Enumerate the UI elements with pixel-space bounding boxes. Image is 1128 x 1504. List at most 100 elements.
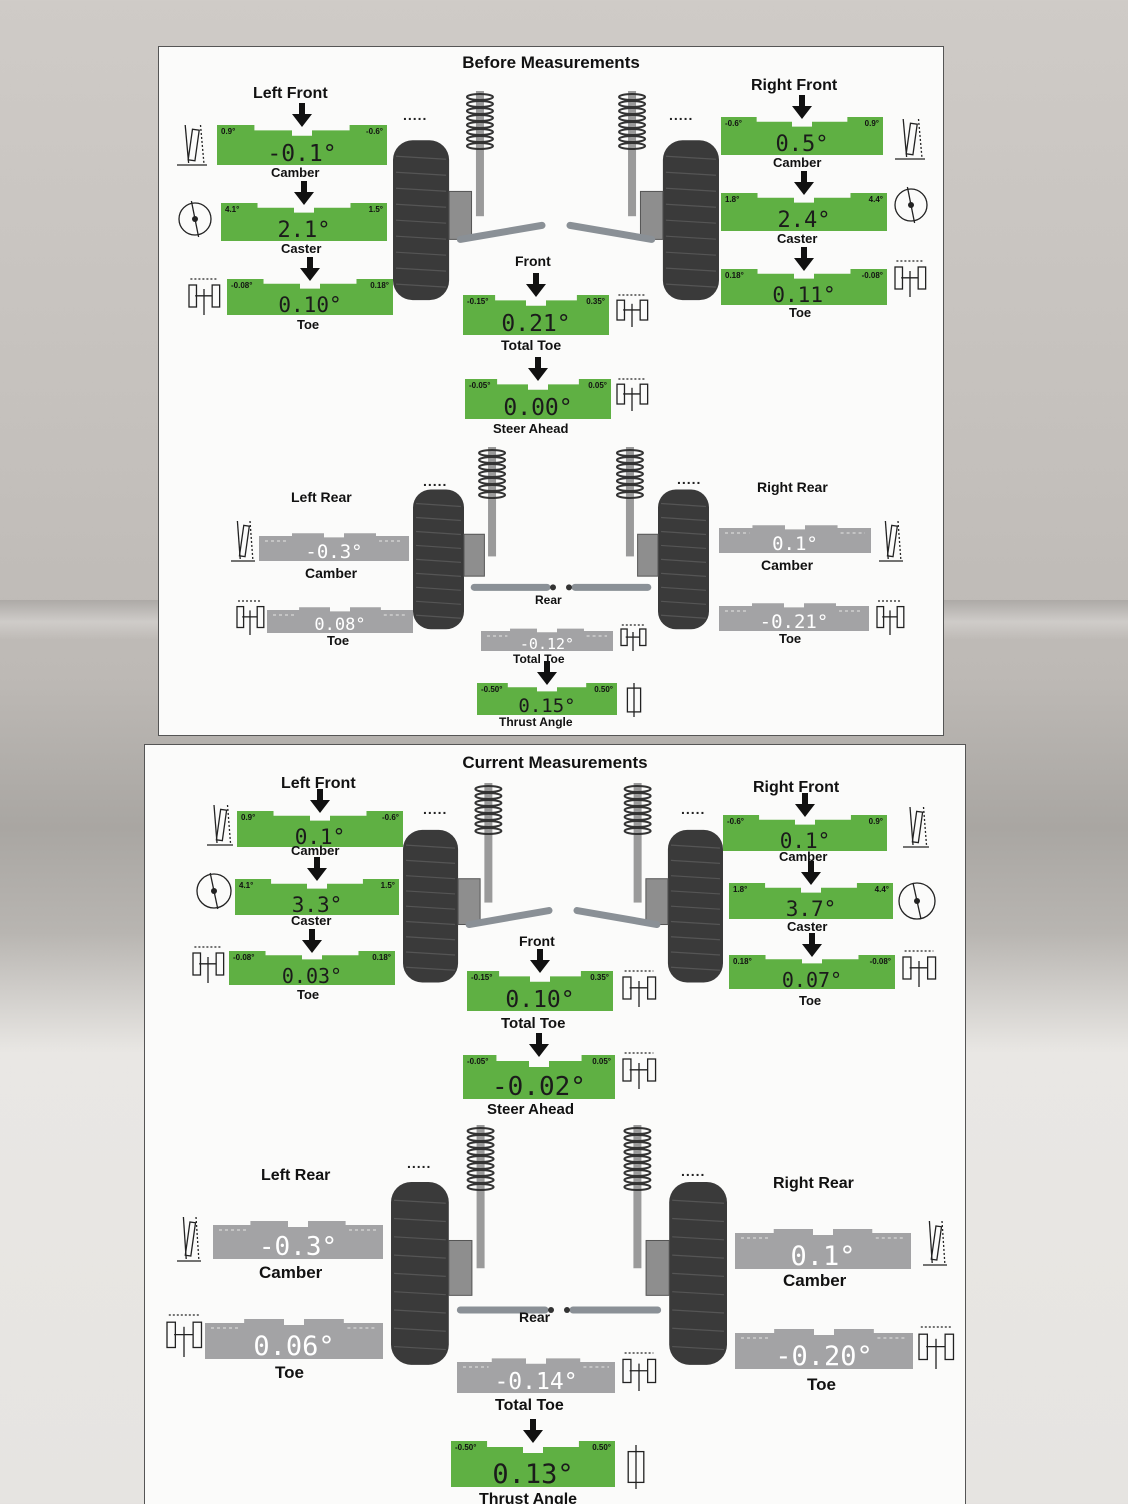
- right-front-camber-gauge: -0.6° 0.9° 0.5°: [721, 95, 883, 157]
- right-rear-toe-gauge: -0.20°: [735, 1323, 913, 1372]
- camber-icon: [879, 520, 903, 562]
- camber-icon: [207, 804, 233, 846]
- range-min: 0.18°: [725, 271, 744, 280]
- control-arm-icon: [456, 1306, 554, 1314]
- steer-ahead-label: Steer Ahead: [493, 421, 569, 436]
- right-front-camber-gauge: -0.6°0.9°0.1°: [723, 793, 887, 853]
- panel-title: Current Measurements: [462, 753, 648, 772]
- range-min: 4.1°: [239, 881, 254, 890]
- panel-title: Before Measurements: [462, 53, 640, 72]
- range-max: 0.05°: [588, 381, 607, 390]
- gauge-background: [721, 117, 883, 155]
- gauge-value: 0.06°: [253, 1331, 335, 1362]
- steer-ahead-gauge: -0.05°0.05°-0.02°: [463, 1033, 615, 1102]
- right-front-toe-label: Toe: [799, 993, 822, 1008]
- left-front-caster-label: Caster: [291, 913, 332, 928]
- gauge-value: 3.3°: [291, 893, 343, 917]
- strut-spring-icon: [623, 783, 652, 903]
- gauge-background: [723, 815, 887, 851]
- down-arrow-icon: [529, 1033, 549, 1057]
- range-max: 0.9°: [864, 119, 879, 128]
- camber-icon: [923, 1220, 947, 1266]
- total-toe-icon: [616, 294, 649, 327]
- caster-icon: [894, 186, 928, 224]
- left-front-camber-gauge: 0.9°-0.6°0.1°: [237, 789, 403, 849]
- front-total-toe-gauge: -0.15°0.35°0.21°: [463, 273, 609, 337]
- gauge-background: [465, 379, 611, 419]
- down-arrow-icon: [537, 661, 557, 685]
- rear-total-toe-gauge: -0.14°: [457, 1353, 615, 1395]
- left-front-camber-label: Camber: [271, 165, 320, 180]
- toe-icon: [236, 600, 265, 635]
- gauge-value: -0.14°: [494, 1369, 578, 1395]
- left-rear-heading: Left Rear: [291, 489, 352, 505]
- range-max: 0.05°: [592, 1057, 611, 1066]
- range-min: -0.15°: [471, 973, 493, 982]
- gauge-value: 0.1°: [772, 533, 818, 555]
- gauge-background: [217, 125, 387, 165]
- tire-icon: [413, 489, 485, 630]
- gauge-background: [457, 1358, 615, 1393]
- dots-separator: .....: [403, 107, 428, 123]
- down-arrow-icon: [528, 357, 548, 381]
- range-min: 0.9°: [221, 127, 236, 136]
- right-rear-camber-label: Camber: [783, 1271, 847, 1290]
- gauge-background: [735, 1329, 913, 1369]
- gauge-background: [213, 1221, 383, 1259]
- gauge-background: [463, 1055, 615, 1099]
- camber-icon: [177, 124, 207, 166]
- gauge-background: [227, 279, 393, 315]
- toe-icon: [894, 260, 927, 297]
- strut-spring-icon: [465, 91, 494, 217]
- range-min: -0.08°: [233, 953, 255, 962]
- tire-icon: [393, 140, 473, 301]
- thrust-angle-icon: [627, 1445, 645, 1489]
- gauge-value: 0.5°: [775, 132, 829, 157]
- gauge-background: [719, 525, 871, 553]
- rear-total-toe-label: Total Toe: [513, 652, 565, 666]
- rear-suspension-icon: [391, 1125, 727, 1365]
- right-rear-toe-label: Toe: [807, 1375, 836, 1394]
- range-min: 0.18°: [733, 957, 752, 966]
- current-measurements-panel: Current Measurements Left Front 0.9°-0.6…: [144, 744, 966, 1504]
- range-min: 1.8°: [725, 195, 740, 204]
- left-front-caster-gauge: 4.1° 1.5° 3.3°: [235, 857, 399, 917]
- down-arrow-icon: [794, 247, 814, 271]
- left-rear-heading: Left Rear: [261, 1167, 331, 1184]
- control-arm-icon: [564, 1306, 662, 1314]
- gauge-background: [721, 269, 887, 305]
- rear-axle-label: Rear: [519, 1309, 551, 1325]
- front-total-toe-gauge: -0.15°0.35°0.10°: [467, 949, 613, 1013]
- range-min: -0.6°: [725, 119, 742, 128]
- toe-icon: [166, 1314, 203, 1357]
- range-max: -0.6°: [382, 813, 399, 822]
- range-max: 0.35°: [590, 973, 609, 982]
- gauge-background: [463, 295, 609, 335]
- left-front-caster-label: Caster: [281, 241, 322, 256]
- left-rear-camber-label: Camber: [259, 1263, 323, 1282]
- tire-icon: [645, 1181, 727, 1365]
- gauge-value: 2.1°: [277, 218, 331, 243]
- left-rear-toe-gauge: 0.06°: [205, 1313, 383, 1362]
- gauge-background: [221, 203, 387, 241]
- camber-icon: [895, 118, 925, 160]
- down-arrow-icon: [307, 857, 327, 881]
- gauge-value: 0.11°: [772, 283, 836, 307]
- rear-total-toe-label: Total Toe: [495, 1397, 564, 1414]
- down-arrow-icon: [792, 95, 812, 119]
- range-max: 1.5°: [380, 881, 395, 890]
- left-rear-camber-gauge: -0.3°: [259, 529, 409, 563]
- gauge-value: -0.02°: [492, 1072, 586, 1102]
- camber-icon: [231, 520, 255, 562]
- front-axle-label: Front: [515, 253, 551, 269]
- gauge-value: 0.10°: [278, 293, 342, 317]
- left-front-camber-label: Camber: [291, 843, 340, 858]
- gauge-background: [229, 951, 395, 985]
- control-arm-icon: [566, 583, 652, 591]
- down-arrow-icon: [302, 929, 322, 953]
- right-front-toe-gauge: 0.18°-0.08°0.11°: [721, 247, 887, 307]
- gauge-background: [729, 955, 895, 989]
- gauge-value: 2.4°: [777, 208, 831, 233]
- control-arm-icon: [566, 221, 656, 243]
- camber-icon: [903, 806, 929, 848]
